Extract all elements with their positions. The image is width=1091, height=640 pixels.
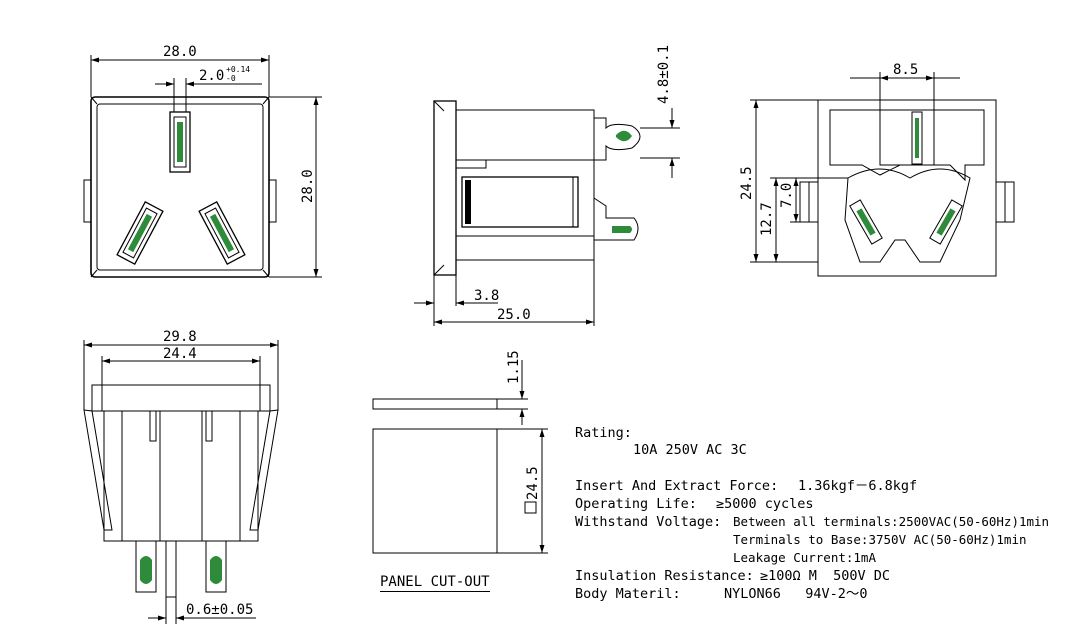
dim-rear-small: 7.0 — [779, 183, 795, 208]
dim-pin-thickness: 0.6±0.05 — [186, 602, 253, 618]
rating-value: 10A 250V AC 3C — [633, 442, 747, 458]
insulation-value: ≥100Ω M 500V DC — [760, 568, 891, 584]
force-value: 1.36kgf－6.8kgf — [798, 478, 918, 494]
dim-slot-tol-lower: -0 — [226, 74, 236, 83]
dim-bottom-inner: 24.4 — [163, 346, 197, 362]
insulation-label: Insulation Resistance: — [575, 568, 754, 584]
dim-cutout-size: 24.5 — [525, 466, 541, 500]
dim-rear-width: 8.5 — [893, 62, 918, 78]
rating-label: Rating: — [575, 425, 632, 441]
bottom-view: 29.8 24.4 0.6±0.05 — [83, 329, 279, 624]
dim-slot-width: 2.0 — [199, 68, 224, 84]
dim-slot-tol-upper: +0.14 — [226, 65, 250, 74]
dim-rear-mid: 12.7 — [759, 202, 775, 236]
panel-cutout-view: 1.15 24.5 — [372, 350, 548, 554]
dim-pin-offset: 4.8±0.1 — [656, 45, 672, 104]
voltage-line-2: Terminals to Base:3750V AC(50-60Hz)1min — [733, 532, 1027, 547]
dim-cutout-gap: 1.15 — [506, 350, 522, 384]
force-label: Insert And Extract Force: — [575, 478, 779, 494]
front-view: 28.0 2.0 +0.14 -0 28.0 — [83, 44, 322, 278]
dim-bottom-outer: 29.8 — [163, 329, 197, 345]
side-view: 4.8±0.1 3.8 25.0 — [414, 45, 680, 326]
voltage-line-3: Leakage Current:1mA — [733, 550, 876, 565]
dim-flange: 3.8 — [474, 288, 499, 304]
voltage-line-1: Between all terminals:2500VAC(50-60Hz)1m… — [733, 514, 1050, 529]
life-value: ≥5000 cycles — [716, 496, 814, 512]
dim-depth: 25.0 — [497, 307, 531, 323]
material-value: NYLON66 94V-2～0 — [724, 586, 868, 602]
dim-front-width: 28.0 — [163, 44, 197, 60]
panel-cutout-label: PANEL CUT-OUT — [380, 574, 490, 592]
material-label: Body Materil: — [575, 586, 681, 602]
dim-rear-height: 24.5 — [739, 166, 755, 200]
rear-view: 8.5 24.5 12.7 7.0 — [739, 62, 1015, 277]
square-symbol — [524, 501, 537, 514]
life-label: Operating Life: — [575, 496, 697, 512]
dim-front-height: 28.0 — [300, 169, 316, 203]
voltage-label: Withstand Voltage: — [575, 514, 722, 530]
